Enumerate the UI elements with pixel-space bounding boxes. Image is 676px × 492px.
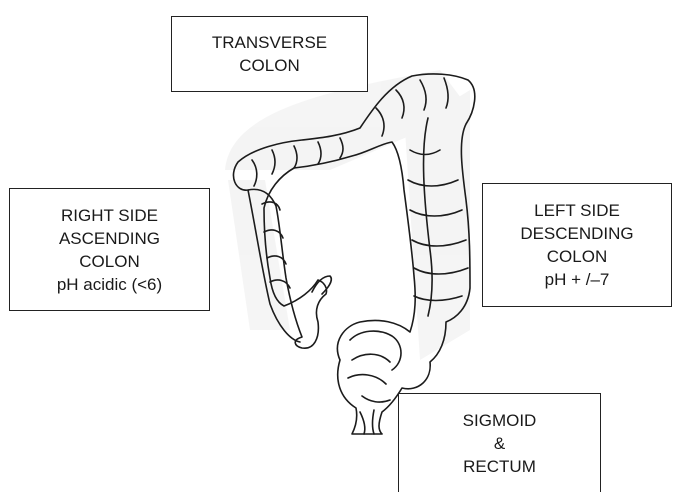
label-sigmoid-line-2: &: [494, 432, 505, 455]
label-right-line-2: ASCENDING: [59, 227, 160, 250]
label-transverse-line-2: COLON: [239, 54, 299, 77]
label-right-line-3: COLON: [79, 250, 139, 273]
label-sigmoid-line-3: RECTUM: [463, 455, 536, 478]
label-right-line-1: RIGHT SIDE: [61, 204, 158, 227]
label-ascending-colon: RIGHT SIDE ASCENDING COLON pH acidic (<6…: [9, 188, 210, 311]
label-transverse-colon: TRANSVERSE COLON: [171, 16, 368, 92]
label-sigmoid-line-1: SIGMOID: [463, 409, 537, 432]
label-descending-colon: LEFT SIDE DESCENDING COLON pH + /–7: [482, 183, 672, 307]
label-left-line-4: pH + /–7: [545, 268, 610, 291]
label-transverse-line-1: TRANSVERSE: [212, 31, 327, 54]
label-left-line-3: COLON: [547, 245, 607, 268]
label-sigmoid-rectum: SIGMOID & RECTUM: [398, 393, 601, 492]
label-left-line-2: DESCENDING: [520, 222, 633, 245]
label-left-line-1: LEFT SIDE: [534, 199, 620, 222]
label-right-line-4: pH acidic (<6): [57, 273, 162, 296]
